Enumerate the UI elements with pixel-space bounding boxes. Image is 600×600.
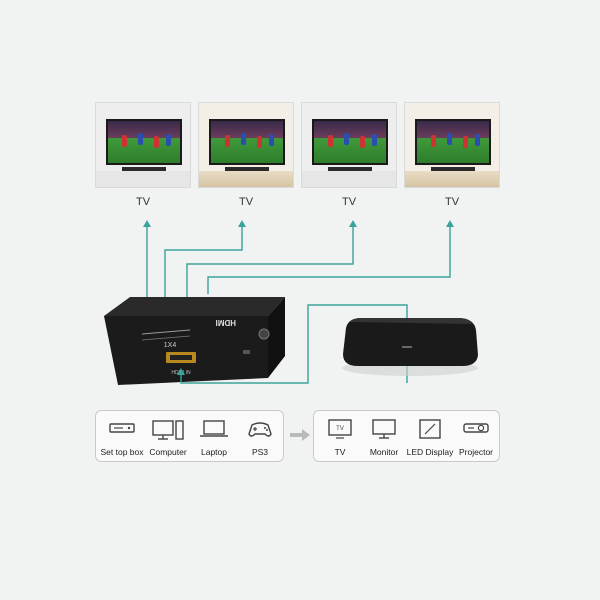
tv-label-4: TV bbox=[444, 196, 460, 208]
tv-screen bbox=[415, 119, 491, 165]
arrow-tv-4 bbox=[446, 220, 454, 227]
tv-screen bbox=[209, 119, 285, 165]
source-laptop: Laptop bbox=[184, 411, 244, 463]
source-label: Set top box bbox=[100, 447, 144, 457]
gamepad-icon bbox=[248, 422, 272, 437]
led-display-icon bbox=[419, 419, 441, 439]
source-label: Computer bbox=[149, 447, 187, 457]
svg-text:TV: TV bbox=[336, 426, 344, 432]
status-led bbox=[243, 350, 250, 354]
wire-to-tv-2 bbox=[164, 226, 243, 300]
display-label: Projector bbox=[458, 447, 493, 457]
laptop-icon bbox=[200, 420, 228, 437]
tv-display-2 bbox=[198, 102, 294, 188]
display-tv: TV TV bbox=[310, 411, 370, 463]
source-computer: Computer bbox=[138, 411, 198, 463]
source-label: PS3 bbox=[251, 447, 269, 457]
display-label: LED Display bbox=[406, 447, 454, 457]
display-devices-panel: TV TV Monitor LED Display bbox=[313, 410, 500, 462]
tv-screen bbox=[312, 119, 388, 165]
tv-label-1: TV bbox=[135, 196, 151, 208]
source-devices-panel: Set top box Computer Laptop bbox=[95, 410, 284, 462]
arrow-hdmi-in bbox=[177, 368, 185, 375]
tv-icon: TV bbox=[328, 419, 352, 439]
display-led: LED Display bbox=[400, 411, 460, 463]
tv-display-3 bbox=[301, 102, 397, 188]
tv-display-1 bbox=[95, 102, 191, 188]
splitter-side bbox=[268, 297, 285, 378]
computer-icon bbox=[152, 420, 184, 440]
arrow-right-icon bbox=[290, 429, 310, 441]
display-label: Monitor bbox=[369, 447, 399, 457]
projector-icon bbox=[463, 423, 489, 433]
display-projector: Projector bbox=[446, 411, 506, 463]
source-set-top-box: Set top box bbox=[92, 411, 152, 463]
display-monitor: Monitor bbox=[354, 411, 414, 463]
display-label: TV bbox=[334, 447, 346, 457]
source-ps3: PS3 bbox=[230, 411, 290, 463]
splitter-logo: HDMI bbox=[216, 318, 236, 327]
arrow-tv-1 bbox=[143, 220, 151, 227]
arrow-tv-2 bbox=[238, 220, 246, 227]
monitor-icon bbox=[372, 419, 396, 439]
wire-to-tv-3 bbox=[186, 226, 354, 298]
arrow-tv-3 bbox=[349, 220, 357, 227]
power-jack bbox=[258, 328, 270, 340]
splitter-model-text: 1X4 bbox=[164, 342, 177, 349]
tv-display-4 bbox=[404, 102, 500, 188]
source-label: Laptop bbox=[201, 447, 227, 457]
tv-label-3: TV bbox=[341, 196, 357, 208]
set-top-box-icon bbox=[109, 423, 135, 433]
wire-to-tv-4 bbox=[207, 226, 451, 294]
tv-label-2: TV bbox=[238, 196, 254, 208]
hdmi-splitter: 1X4 HDMI IN HDMI bbox=[104, 297, 285, 385]
media-player-box bbox=[342, 318, 478, 376]
tv-screen bbox=[106, 119, 182, 165]
splitter-top bbox=[104, 297, 285, 316]
